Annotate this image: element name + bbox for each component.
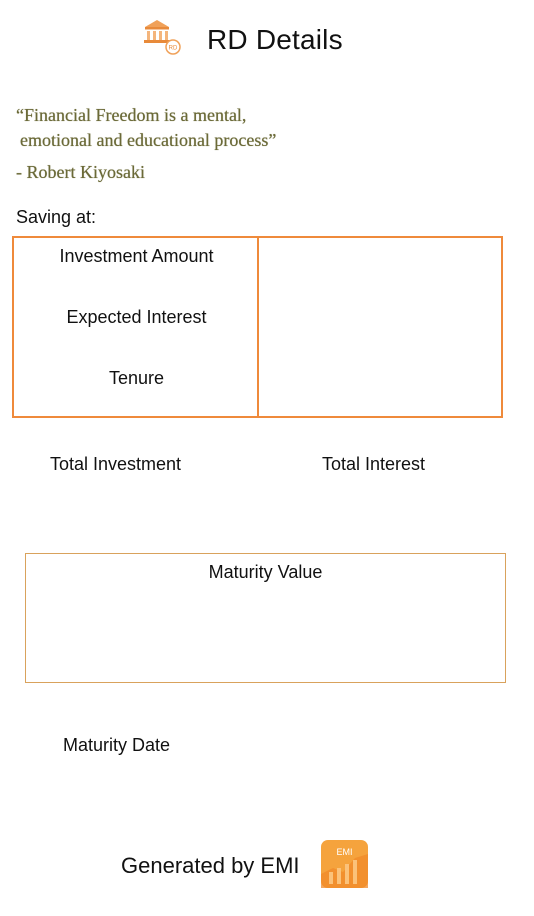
total-investment-label: Total Investment	[50, 454, 182, 474]
page-title: RD Details	[207, 24, 343, 55]
emi-logo-text: EMI	[336, 847, 352, 857]
expected-interest-label: Expected Interest	[66, 307, 207, 327]
badge-text: RD	[169, 46, 178, 52]
quote-author: - Robert Kiyosaki	[16, 162, 145, 182]
generated-by-text: Generated by EMI	[121, 853, 300, 878]
maturity-date-label: Maturity Date	[63, 735, 171, 755]
quote-line-2: emotional and educational process”	[20, 130, 277, 150]
total-interest-label: Total Interest	[322, 454, 426, 474]
investment-amount-label: Investment Amount	[59, 246, 214, 266]
maturity-value-box	[25, 553, 506, 683]
maturity-value-label: Maturity Value	[208, 562, 323, 582]
bank-icon: RD	[142, 18, 182, 58]
tenure-label: Tenure	[108, 368, 165, 388]
emi-logo-icon: EMI	[321, 840, 368, 888]
saving-at-label: Saving at:	[16, 207, 97, 227]
details-divider	[257, 236, 259, 418]
quote-line-1: “Financial Freedom is a mental,	[16, 105, 247, 125]
